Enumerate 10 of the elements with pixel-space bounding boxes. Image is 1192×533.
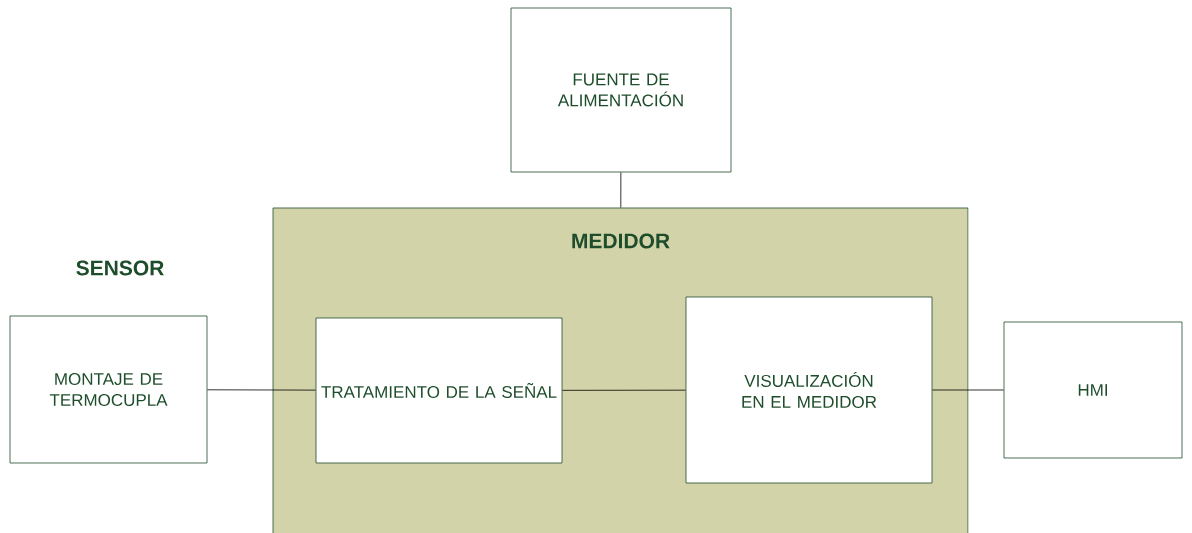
connector-line <box>932 389 1004 391</box>
connector-line <box>207 389 316 391</box>
process-box: TRATAMIENTO DE LA SEÑAL <box>315 317 563 464</box>
connector-line <box>620 172 622 208</box>
heading: SENSOR <box>76 260 164 276</box>
connector-line <box>562 389 686 391</box>
process-box: MONTAJE DE TERMOCUPLA <box>9 315 208 464</box>
process-box: HMI <box>1003 321 1183 459</box>
process-box: VISUALIZACIÓN EN EL MEDIDOR <box>685 296 933 484</box>
process-box: FUENTE DE ALIMENTACIÓN <box>510 7 732 173</box>
